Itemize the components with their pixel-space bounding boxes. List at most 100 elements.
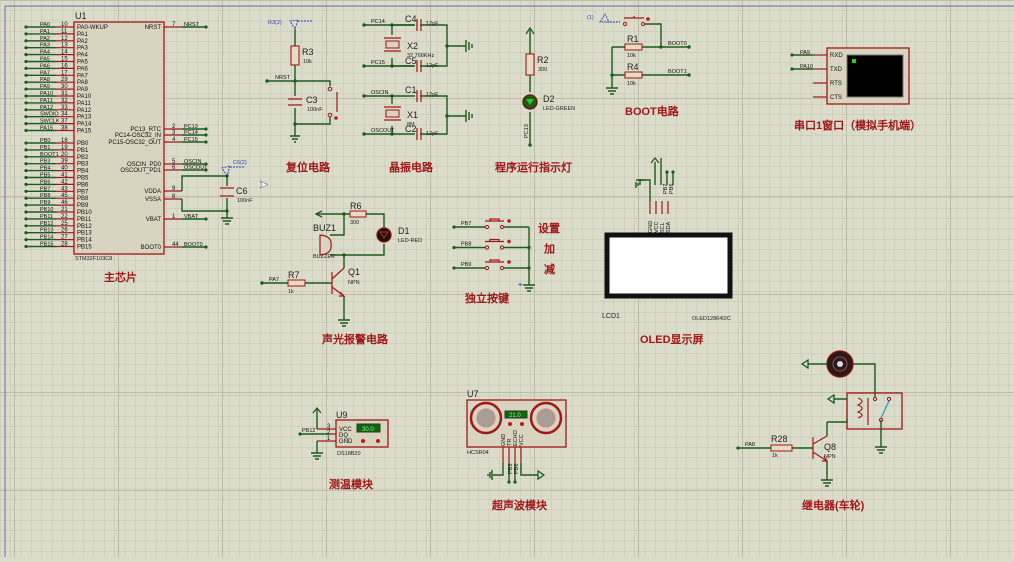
boot0-net: BOOT0 xyxy=(668,41,687,47)
uart-pin-name: CTS xyxy=(830,95,842,101)
mcu-pin-name: PB15 xyxy=(77,245,92,251)
mcu-pin-number: 32 xyxy=(61,98,68,104)
mcu-pin-number: 38 xyxy=(61,126,68,132)
crystal-x1[interactable]: OSCIN OSCOUT X1 8M C1 12pF C2 12pF xyxy=(362,85,473,140)
key-net-label: PB7 xyxy=(461,221,471,227)
mcu-net-label: PC13 xyxy=(184,124,198,130)
reset-circuit[interactable]: R3(2) R3 10k NRST C3 100nF xyxy=(265,19,338,143)
uart-net-label: PA10 xyxy=(800,64,813,70)
uart-pin-rts[interactable]: RTS xyxy=(813,81,842,87)
mcu-pin-number: 40 xyxy=(61,166,68,172)
mcu-pin-number: 41 xyxy=(61,173,68,179)
mcu-net-label: PC15 xyxy=(184,137,198,143)
mcu-net-label: PA15 xyxy=(40,126,53,132)
oled-part: OLED12864I2C xyxy=(692,316,731,322)
mcu-net-label: PB11 xyxy=(40,214,53,220)
mcu-net-label: PB15 xyxy=(40,242,53,248)
mouse-cursor-icon: ➤ xyxy=(259,179,268,191)
mcu-pin-number: 1 xyxy=(172,214,176,220)
uart-pin-cts[interactable]: CTS xyxy=(813,95,842,101)
mcu-pin-name: PA10 xyxy=(77,94,92,100)
run-led-circuit[interactable]: R2 300 D2 LED-GREEN PC13 xyxy=(522,26,575,147)
mcu-pin-name: PA11 xyxy=(77,101,91,107)
c3-value: 100nF xyxy=(307,107,323,113)
mcu-net-label: PB12 xyxy=(40,221,53,227)
r1-ref: R1 xyxy=(627,34,639,44)
boot-circuit[interactable]: (1) R1 10k BOOT0 R4 10k BOOT1 xyxy=(587,13,691,95)
mcu-net-label: PA10 xyxy=(40,91,53,97)
q1-ref: Q1 xyxy=(348,267,360,277)
relay-motor-circuit[interactable]: PA8 R28 1k Q8 NPN xyxy=(736,350,903,487)
x1-net-1: OSCIN xyxy=(371,90,388,96)
mcu-c6-capacitor[interactable]: C6 100nF C6(2) xyxy=(181,160,253,225)
mcu-pin-name: PA7 xyxy=(77,73,89,79)
x2-ref: X2 xyxy=(407,41,418,51)
oled-pin-label: VCC xyxy=(654,221,660,233)
mcu-pin-number: 39 xyxy=(61,159,68,165)
terminal-screen xyxy=(846,54,904,98)
mcu-pin-name: PA14 xyxy=(77,122,92,128)
mcu-net-label: VBAT xyxy=(184,214,199,220)
mcu-net-label: PB4 xyxy=(40,166,50,172)
u9-ref: U9 xyxy=(336,410,348,420)
mcu-pin-number: 17 xyxy=(61,70,68,76)
crystal-x2[interactable]: PC14 PC15 X2 32.768KHz C4 12pF C5 12pF xyxy=(362,14,473,72)
alarm-circuit[interactable]: R6 300 D1 LED-RED BUZ1 BUZZER PA7 R7 1k … xyxy=(260,201,422,327)
r28-value: 1k xyxy=(772,453,778,459)
